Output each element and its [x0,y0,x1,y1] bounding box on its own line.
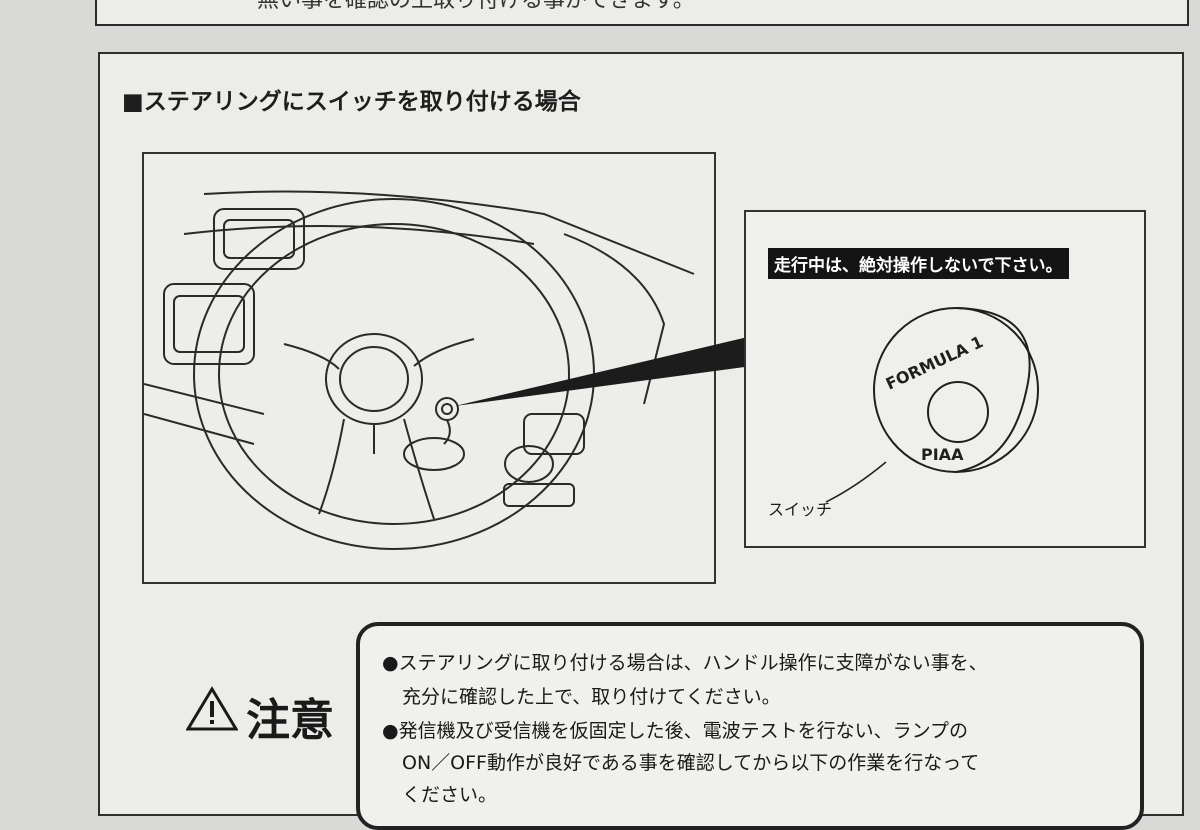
caution-item-1-line-2: 充分に確認した上で、取り付けてください。 [402,686,781,708]
driving-warning-banner: 走行中は、絶対操作しないで下さい。 [768,248,1069,279]
caution-box: ●ステアリングに取り付ける場合は、ハンドル操作に支障がない事を、 充分に確認した… [356,622,1144,830]
previous-section-text: 無い事を確認の上取り付ける事ができます。 [257,0,695,13]
caution-title: 注意 [246,695,334,746]
switch-knob-drawing: FORMULA 1 PIAA [825,307,1039,503]
steering-wheel-drawing [144,190,695,550]
warning-triangle-icon [185,686,239,736]
caution-item-1-line-1: ●ステアリングに取り付ける場合は、ハンドル操作に支障がない事を、 [382,652,988,674]
steering-wheel-illustration [142,152,716,584]
previous-section-box: 無い事を確認の上取り付ける事ができます。 [95,0,1189,26]
caution-item-2-line-2: ON／OFF動作が良好である事を確認してから以下の作業を行なって [402,752,980,774]
section-heading: ■ステアリングにスイッチを取り付ける場合 [122,89,581,115]
caution-item-2-line-3: ください。 [402,784,498,806]
switch-detail-illustration: 走行中は、絶対操作しないで下さい。 FORMULA 1 PIAA スイッチ [744,210,1146,548]
caution-item-2-line-1: ●発信機及び受信機を仮固定した後、電波テストを行ない、ランプの [382,720,969,742]
knob-maker-text: PIAA [921,445,964,464]
switch-label: スイッチ [768,500,833,519]
